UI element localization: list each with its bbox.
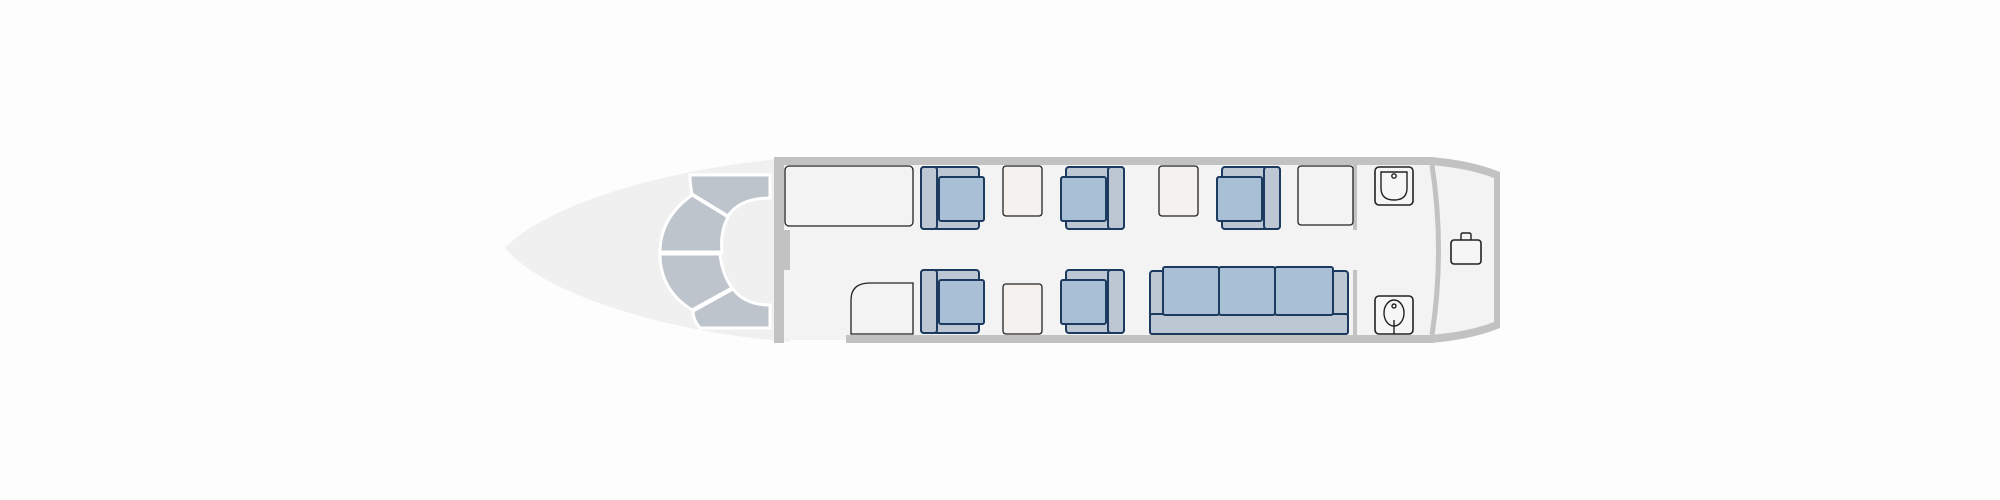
tail-bottom-wall	[1430, 322, 1500, 343]
three-place-divan	[1149, 266, 1349, 335]
lav-partition-top	[1353, 165, 1357, 230]
single-seat-4	[920, 269, 985, 334]
front-bulkhead-wall	[774, 157, 784, 343]
sink-icon	[1374, 166, 1414, 206]
side-table-2	[1158, 165, 1199, 217]
galley-cabinet	[784, 165, 914, 227]
top-wall	[774, 157, 1434, 165]
aft-bulkhead-curve	[1429, 164, 1441, 336]
rear-storage-cabinet	[1297, 165, 1354, 226]
rear-wall	[1494, 174, 1500, 326]
cockpit-seat-4	[691, 287, 772, 330]
toilet-icon	[1374, 295, 1414, 335]
side-table-1	[1002, 165, 1043, 217]
single-seat-2	[1060, 166, 1125, 230]
single-seat-1	[920, 166, 985, 230]
cockpit-crew-seats	[658, 173, 772, 330]
front-storage-cabinet	[850, 282, 914, 335]
tail-top-wall	[1430, 157, 1500, 178]
suitcase-icon	[1450, 232, 1482, 265]
cabin-walls	[774, 157, 1500, 343]
side-table-3	[1002, 283, 1043, 335]
bottom-wall	[846, 335, 1434, 343]
single-seat-5	[1060, 269, 1125, 334]
lav-partition-bottom	[1353, 270, 1357, 335]
cockpit-seat-2	[658, 193, 730, 254]
front-bulkhead-stub	[784, 230, 790, 270]
single-seat-3	[1216, 166, 1281, 230]
